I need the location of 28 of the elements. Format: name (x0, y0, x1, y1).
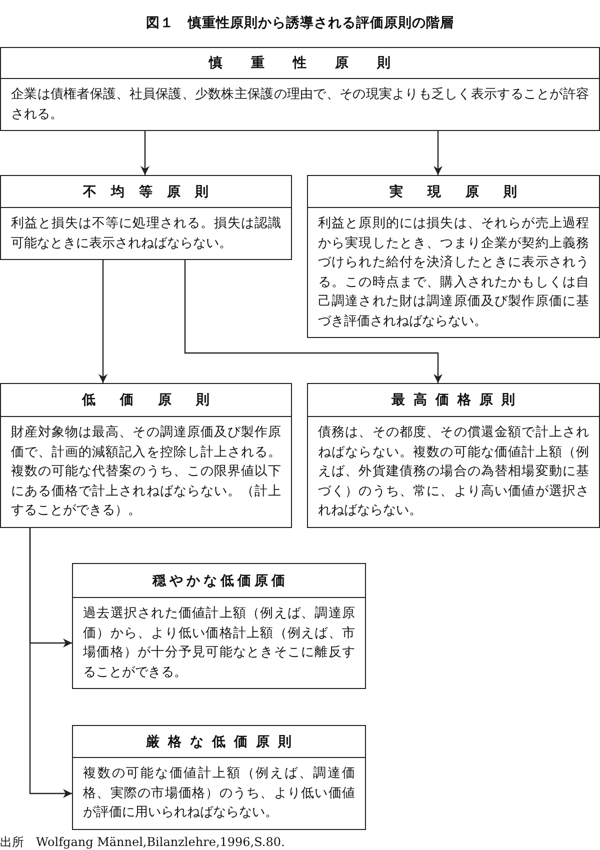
principle-box (307, 175, 600, 338)
arrow (29, 528, 72, 798)
principle-box (0, 175, 292, 260)
arrow (98, 260, 108, 383)
box-text: 利益と原則的には損失は、それらが売上過程から実現したとき、つまり企業が契約上義務づけられた給付を決済したときに表示されうる。この時点まで、購入されたかもしくは自己調達された財は調達原価及び製作原価に基づき評価されねばならない。 (317, 215, 590, 330)
principle-box (72, 563, 366, 689)
box-text: 財産対象物は最高、その調達原価及び製作原価で、計画的減額記入を控除し計上される。複数の可能な代替案のうち、この限界値以下にある価格で計上されねばならない。（計上することができる）。 (10, 424, 282, 520)
box-text: 債務は、その都度、その償還金額で計上されねばならない。複数の可能な価値計上額（例えば、外貨建債務の場合の為替相場変動に基づく）のうち、常に、より高い価値が選択されねばならない。 (317, 424, 590, 520)
box-text: 利益と損失は不等に処理される。損失は認識可能なときに表示されねばならない。 (10, 215, 282, 252)
box-heading: 実現原則 (390, 184, 542, 200)
principle-box (307, 383, 600, 528)
box-heading: 厳格な低価原則 (146, 734, 300, 750)
box-text: 複数の可能な価値計上額（例えば、調達価格、実際の市場価格）のうち、より低い価値が評価に用いられねばならない。 (82, 765, 356, 822)
box-heading: 慎重性原則 (209, 55, 419, 71)
arrow (434, 131, 442, 175)
arrow (184, 260, 442, 383)
arrow (140, 131, 150, 175)
box-text: 過去選択された価値計上額（例えば、調達原価）から、より低い価格計上額（例えば、市場価格）が十分予見可能なときそこに離反することができる。 (82, 605, 356, 682)
source-note: 出所 Wolfgang Männel,Bilanzlehre,1996,S.80. (0, 834, 285, 850)
principle-box (0, 47, 600, 131)
box-heading: 低価原則 (82, 392, 234, 408)
box-heading: 不均等原則 (83, 184, 223, 200)
box-heading: 穏やかな低価原価 (152, 573, 288, 589)
box-text: 企業は債権者保護、社員保護、少数株主保護の理由で、その現実よりも乏しく表示することが許容される。 (10, 86, 590, 124)
principle-box (72, 725, 366, 830)
figure-title: 図１ 慎重性原則から誘導される評価原則の階層 (145, 14, 455, 32)
box-heading: 最高価格原則 (392, 392, 524, 408)
principle-box (0, 383, 292, 528)
